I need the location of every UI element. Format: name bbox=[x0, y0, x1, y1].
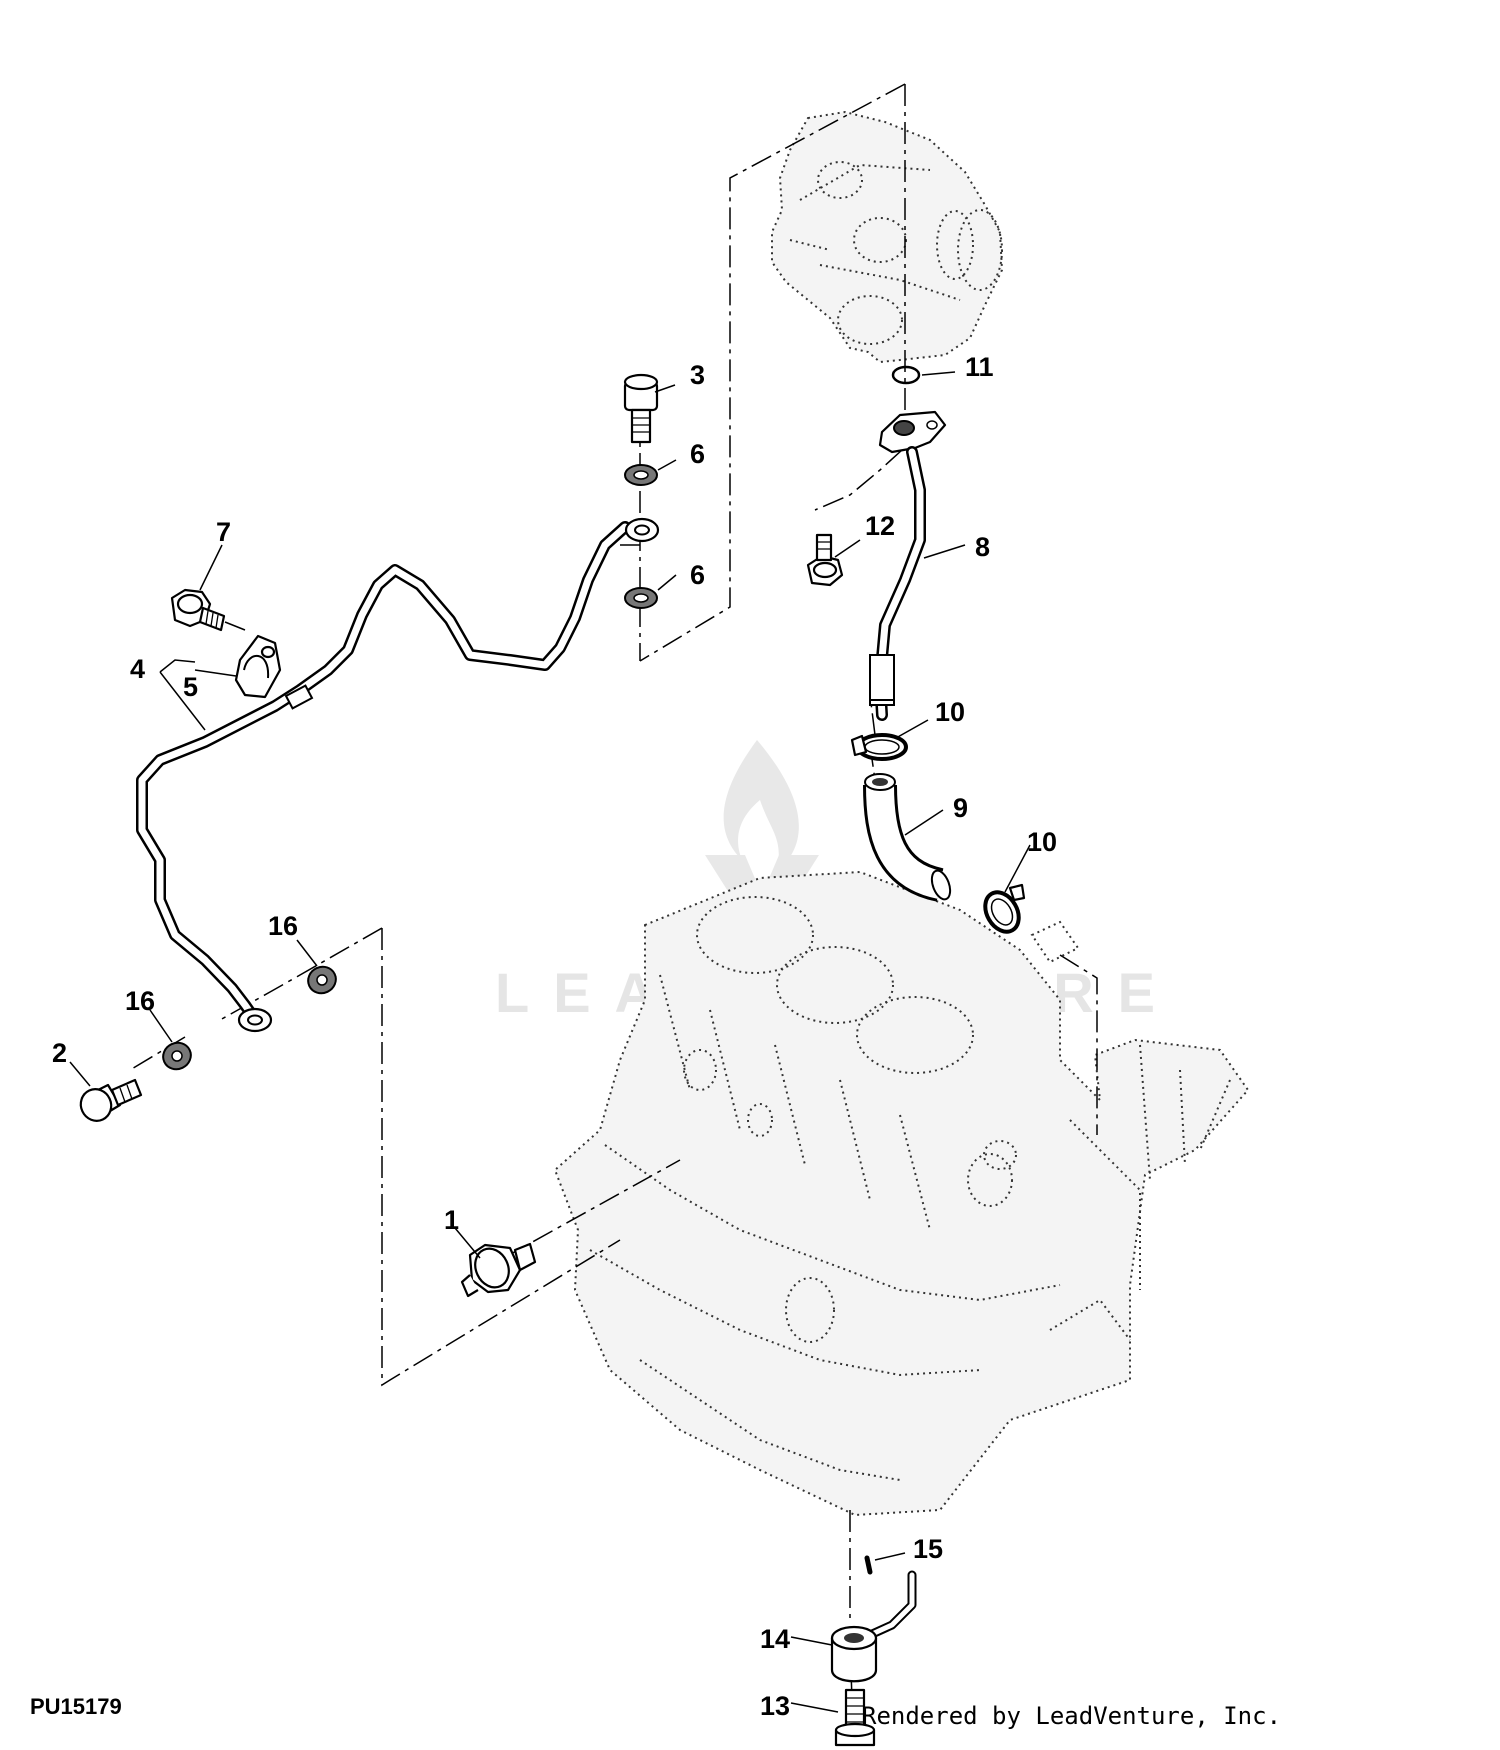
callout-13: 13 bbox=[760, 1691, 790, 1721]
callout-14: 14 bbox=[760, 1624, 790, 1654]
sealing-washer-part-6-upper bbox=[624, 464, 658, 486]
callout-labels: 1 2 3 4 5 6 6 7 8 9 10 10 11 12 13 14 15… bbox=[52, 352, 1057, 1721]
leader-lines bbox=[69, 371, 1031, 1713]
callout-5: 5 bbox=[183, 672, 198, 702]
pin-part-15 bbox=[864, 1555, 917, 1640]
figure-id: PU15179 bbox=[30, 1694, 122, 1719]
callout-10-upper: 10 bbox=[935, 697, 965, 727]
callout-8: 8 bbox=[975, 532, 990, 562]
hose-clamp-part-10-upper bbox=[850, 733, 908, 761]
hose-part-9 bbox=[863, 773, 952, 902]
sealing-washer-part-16-upper bbox=[307, 965, 337, 995]
callout-9: 9 bbox=[953, 793, 968, 823]
flame-logo-icon bbox=[723, 740, 799, 872]
hose-clamp-part-10-lower bbox=[983, 883, 1026, 934]
callout-16-lower: 16 bbox=[125, 986, 155, 1016]
engine-inlet-stub bbox=[1030, 920, 1080, 964]
engine-block-phantom bbox=[553, 870, 1250, 1517]
callout-3: 3 bbox=[690, 360, 705, 390]
render-credit: Rendered by LeadVenture, Inc. bbox=[862, 1702, 1282, 1730]
callout-11: 11 bbox=[965, 352, 994, 382]
o-ring-part-11 bbox=[891, 365, 921, 385]
dipstick-tube-part-14 bbox=[830, 1625, 878, 1683]
suction-tube-part-8 bbox=[869, 410, 947, 721]
callout-6-upper: 6 bbox=[690, 439, 705, 469]
clamp-part-5 bbox=[234, 634, 282, 699]
banjo-bolt-part-3 bbox=[623, 373, 659, 444]
sealing-washer-part-16-lower bbox=[162, 1041, 192, 1071]
callout-2: 2 bbox=[52, 1038, 67, 1068]
dipstick-plug-part-13 bbox=[834, 1688, 876, 1747]
callout-12: 12 bbox=[865, 511, 895, 541]
callout-6-lower: 6 bbox=[690, 560, 705, 590]
callout-1: 1 bbox=[444, 1205, 459, 1235]
callout-16-upper: 16 bbox=[268, 911, 298, 941]
callout-10-lower: 10 bbox=[1027, 827, 1057, 857]
sealing-washer-part-6-lower bbox=[624, 587, 658, 609]
callout-4: 4 bbox=[130, 654, 145, 684]
callout-15: 15 bbox=[913, 1534, 943, 1564]
flange-bolt-part-12 bbox=[806, 533, 844, 587]
oil-pump-housing-phantom bbox=[771, 110, 1004, 364]
callout-7: 7 bbox=[216, 517, 231, 547]
banjo-bolt-part-2 bbox=[79, 1078, 143, 1122]
oil-pressure-switch-part-1 bbox=[460, 1242, 537, 1298]
cap-screw-part-7 bbox=[170, 588, 246, 632]
oil-line-part-4 bbox=[136, 517, 660, 1033]
